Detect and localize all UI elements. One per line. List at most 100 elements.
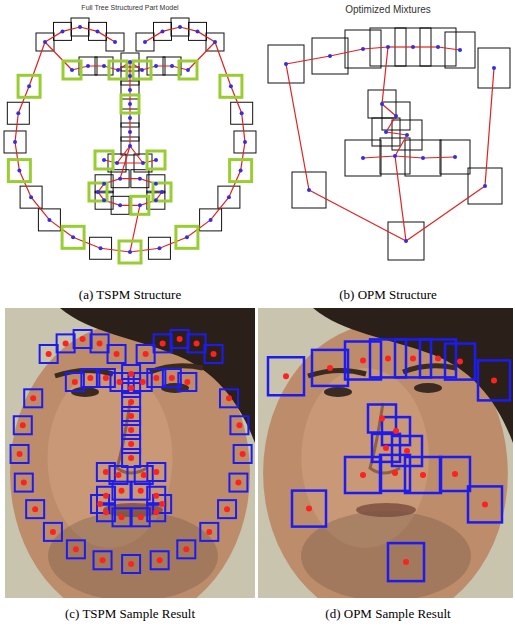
landmark-dot bbox=[30, 395, 36, 401]
part-dot bbox=[178, 25, 182, 29]
part-box bbox=[478, 48, 510, 88]
part-box bbox=[106, 33, 124, 51]
landmark-dot bbox=[410, 355, 416, 361]
part-box bbox=[62, 226, 84, 248]
part-dot bbox=[70, 68, 74, 72]
subfigure-caption: (b) OPM Structure bbox=[337, 288, 439, 303]
landmark-dot bbox=[50, 529, 56, 535]
detected-part-box bbox=[292, 491, 326, 527]
selected-part-box bbox=[121, 95, 139, 113]
detected-part-box bbox=[200, 523, 218, 541]
part-dot bbox=[61, 29, 65, 33]
tree-edge bbox=[72, 66, 118, 70]
part-dot bbox=[483, 184, 487, 188]
part-box bbox=[90, 237, 112, 259]
part-box bbox=[312, 38, 348, 74]
part-box bbox=[54, 22, 72, 40]
part-box bbox=[171, 18, 189, 36]
tree-edge bbox=[145, 27, 215, 42]
detected-part-box bbox=[220, 389, 238, 407]
detected-part-box bbox=[108, 345, 126, 363]
part-dot bbox=[143, 40, 147, 44]
part-dot bbox=[154, 158, 158, 162]
landmark-dot bbox=[63, 340, 69, 346]
part-dot bbox=[128, 144, 132, 148]
part-dot bbox=[128, 60, 132, 64]
tspm-structure bbox=[4, 18, 256, 263]
landmark-dot bbox=[103, 469, 109, 475]
part-dot bbox=[394, 114, 398, 118]
detected-part-box bbox=[312, 350, 348, 386]
part-box bbox=[200, 209, 222, 231]
landmark-dot bbox=[226, 395, 232, 401]
detected-part-box bbox=[122, 421, 140, 439]
part-box bbox=[7, 102, 29, 124]
landmark-dot bbox=[21, 480, 27, 486]
tree-edge bbox=[413, 46, 438, 47]
detected-part-box bbox=[177, 540, 195, 558]
landmark-dot bbox=[128, 561, 134, 567]
part-dot bbox=[43, 40, 47, 44]
stubble bbox=[48, 511, 218, 598]
selected-part-box bbox=[119, 241, 141, 263]
part-box bbox=[468, 168, 502, 204]
part-box bbox=[148, 237, 170, 259]
detected-part-box bbox=[395, 339, 431, 377]
tree-edge bbox=[363, 156, 395, 158]
landmark-dot bbox=[116, 379, 122, 385]
landmark-dot bbox=[128, 371, 134, 377]
detected-part-box bbox=[122, 555, 140, 573]
landmark-dot bbox=[160, 340, 166, 346]
landmark-dot bbox=[103, 509, 109, 515]
part-box bbox=[218, 186, 240, 208]
part-box bbox=[268, 45, 304, 83]
subfigure-caption: (a) TSPM Structure bbox=[77, 288, 183, 303]
part-box bbox=[392, 120, 422, 150]
face-photo bbox=[258, 308, 513, 598]
part-dot bbox=[458, 48, 462, 52]
nose-shade bbox=[117, 403, 147, 473]
part-box bbox=[147, 151, 165, 169]
part-box bbox=[292, 172, 326, 208]
detected-part-box bbox=[97, 369, 115, 387]
hair bbox=[313, 308, 513, 443]
landmark-dot bbox=[97, 501, 103, 507]
part-dot bbox=[99, 246, 103, 250]
landmark-dot bbox=[32, 506, 38, 512]
landmark-dot bbox=[283, 373, 289, 379]
part-dot bbox=[404, 239, 408, 243]
part-dot bbox=[29, 195, 33, 199]
hair bbox=[60, 308, 255, 443]
landmark-dot bbox=[404, 448, 410, 454]
selected-part-box bbox=[95, 151, 113, 169]
tree-edge bbox=[286, 56, 330, 64]
part-dot bbox=[96, 29, 100, 33]
detected-part-box bbox=[388, 543, 424, 581]
detected-part-box bbox=[445, 344, 475, 380]
landmark-dot bbox=[46, 351, 52, 357]
part-box bbox=[4, 131, 26, 153]
landmark-dot bbox=[128, 399, 134, 405]
detected-part-box bbox=[405, 457, 441, 493]
detected-part-box bbox=[15, 474, 33, 492]
part-dot bbox=[118, 203, 122, 207]
part-box bbox=[119, 241, 141, 263]
landmark-dot bbox=[119, 514, 125, 520]
part-dot bbox=[393, 154, 397, 158]
eye bbox=[414, 383, 442, 393]
detected-part-box bbox=[122, 449, 140, 467]
landmark-dot bbox=[87, 375, 93, 381]
part-box bbox=[136, 33, 154, 51]
landmark-dot bbox=[385, 355, 391, 361]
eye bbox=[324, 387, 352, 397]
part-dot bbox=[102, 182, 106, 186]
part-box bbox=[176, 226, 198, 248]
landmark-dot bbox=[327, 365, 333, 371]
detected-part-box bbox=[67, 540, 85, 558]
landmark-dot bbox=[403, 559, 409, 565]
tree-edge bbox=[29, 42, 45, 86]
detected-part-box bbox=[382, 417, 410, 445]
part-dot bbox=[71, 235, 75, 239]
detected-part-box bbox=[268, 357, 304, 395]
part-dot bbox=[128, 88, 132, 92]
